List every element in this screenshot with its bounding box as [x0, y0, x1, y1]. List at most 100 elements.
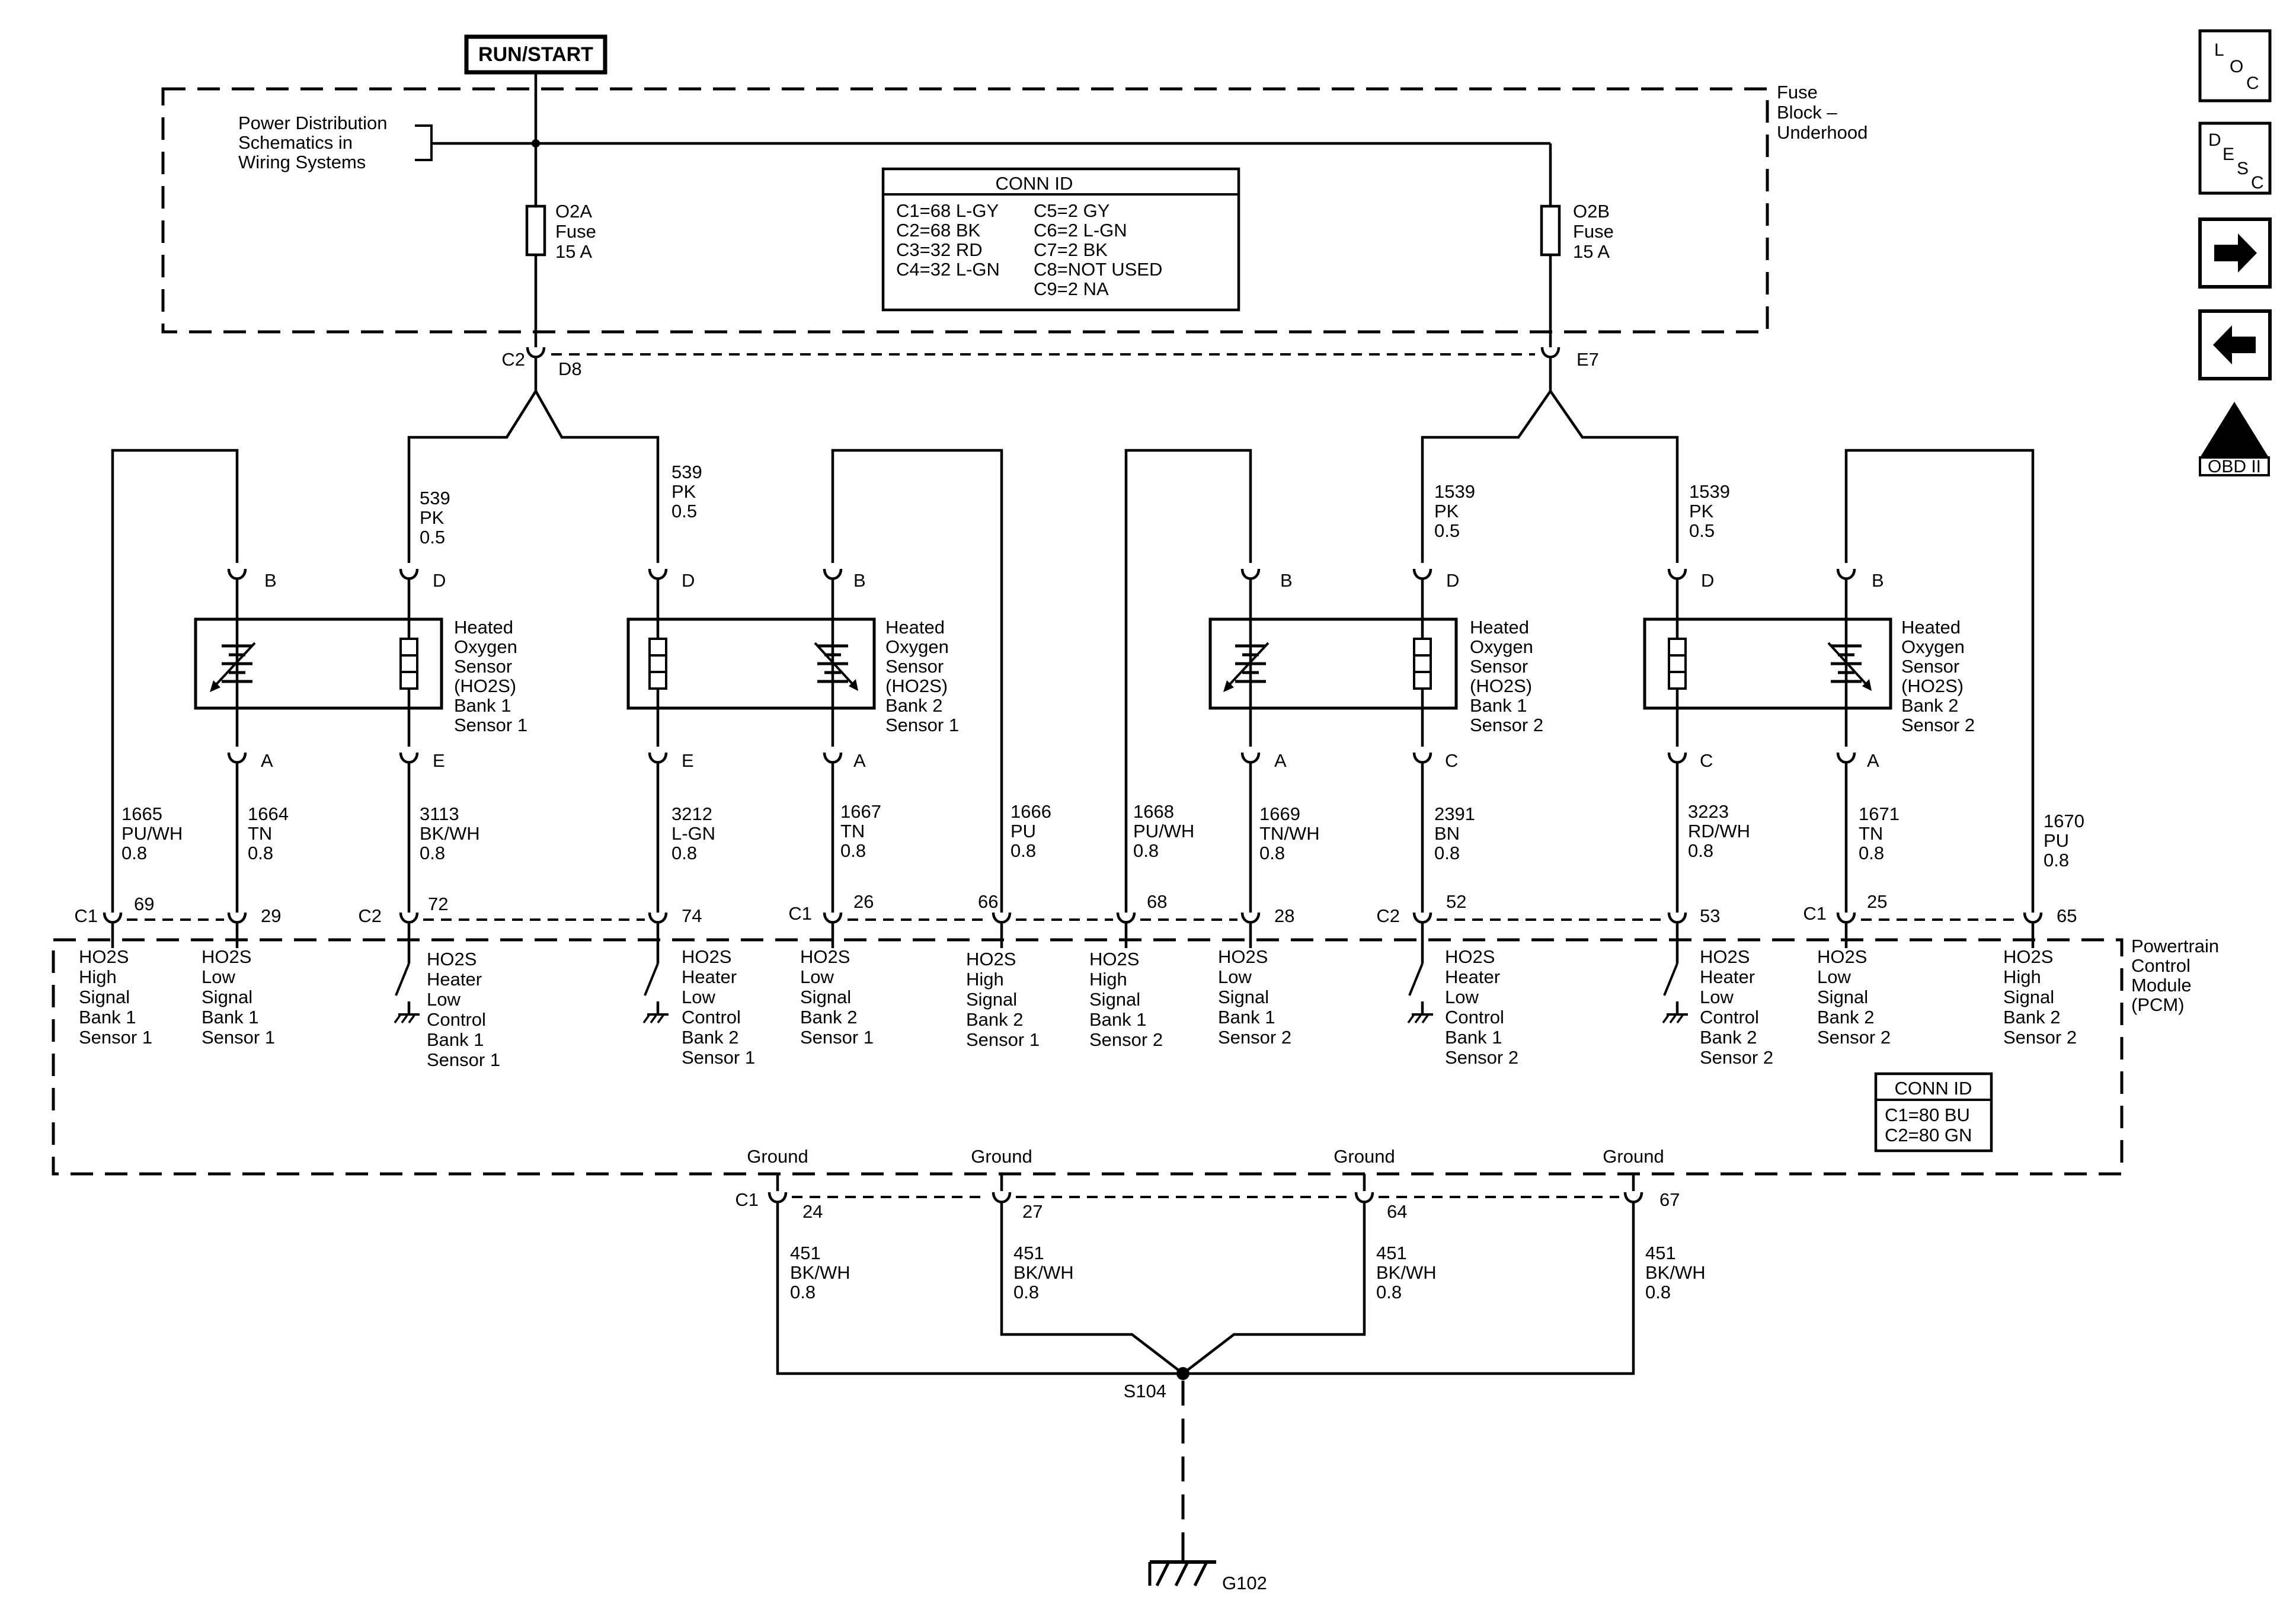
loc-letter-c: C	[2246, 73, 2259, 93]
ground-pin-67: 67	[1659, 1189, 1680, 1210]
sensor2-label-1: Heated	[885, 617, 945, 638]
wire-1670-circuit: 1670	[2044, 811, 2084, 831]
pcm-label-1: Powertrain	[2131, 936, 2219, 956]
desc-pin-52: HO2S Heater Low Control Bank 1 Sensor 2	[1445, 946, 1518, 1068]
sensor2-label-6: Sensor 1	[885, 715, 959, 735]
desc-52-5: Bank 1	[1445, 1027, 1502, 1048]
desc-25-4: Bank 2	[1817, 1007, 1875, 1028]
desc-72-5: Bank 1	[427, 1029, 484, 1050]
conn-id-c4: C4=32 L-GN	[896, 259, 1000, 280]
wire-1664: 1664 TN 0.8	[248, 804, 289, 863]
desc-53-4: Control	[1700, 1007, 1759, 1028]
conn-id-c2: C2=68 BK	[896, 220, 981, 241]
fuse-o2a-symbol	[525, 204, 546, 257]
pin-25: 25	[1867, 891, 1887, 912]
desc-pin-28: HO2S Low Signal Bank 1 Sensor 2	[1218, 946, 1291, 1048]
fuse-o2b-rating: 15 A	[1573, 241, 1610, 262]
power-distribution-reference[interactable]: Power Distribution Schematics in Wiring …	[238, 113, 433, 172]
desc-29-3: Signal	[202, 987, 252, 1007]
wire-1671-circuit: 1671	[1859, 804, 1900, 824]
desc-65-4: Bank 2	[2003, 1007, 2061, 1028]
desc-53-6: Sensor 2	[1700, 1047, 1773, 1068]
desc-52-3: Low	[1445, 987, 1479, 1007]
prev-button[interactable]	[2198, 309, 2272, 380]
feed-wire-2-color: PK	[671, 481, 696, 502]
desc-28-2: Low	[1218, 966, 1252, 987]
feed-wire-4-gauge: 0.5	[1689, 520, 1715, 541]
desc-66-3: Signal	[966, 989, 1017, 1010]
sensor3-label-2: Oxygen	[1470, 636, 1533, 657]
pin-74: 74	[682, 905, 702, 926]
wire-1670-gauge: 0.8	[2044, 850, 2069, 870]
fuse-o2a-rating: 15 A	[555, 241, 592, 262]
feed-wire-2-gauge: 0.5	[671, 501, 697, 521]
desc-52-6: Sensor 2	[1445, 1047, 1518, 1068]
wire-3223-gauge: 0.8	[1688, 840, 1713, 861]
conn-id-c3: C3=32 RD	[896, 239, 983, 260]
sensor3-pin-b: B	[1280, 570, 1293, 591]
obd2-button[interactable]: II OBD II	[2199, 402, 2270, 476]
pcm-label-2: Control	[2131, 955, 2191, 976]
sensor2-pin-e: E	[682, 750, 694, 771]
sensor3-housing	[1208, 617, 1458, 710]
fuse-o2b-symbol	[1540, 204, 1561, 257]
desc-68-3: Signal	[1089, 989, 1140, 1010]
pcm-c2-label-1: C2	[358, 905, 382, 926]
sensor3-label-5: Bank 1	[1470, 695, 1527, 716]
power-dist-line-2: Schematics in	[238, 132, 353, 153]
desc-53-3: Low	[1700, 987, 1734, 1007]
sensor1-pin-d: D	[433, 570, 446, 591]
wire-1666-color: PU	[1011, 821, 1036, 841]
next-button[interactable]	[2198, 217, 2272, 289]
sensor3-heater-icon	[1413, 638, 1432, 690]
sensor-bank1-sensor2: B D A C Heated Oxygen Sensor (HO2S) Bank…	[1124, 449, 1543, 913]
pcm-boundary	[52, 938, 2124, 1176]
sensor2-pin-b: B	[853, 570, 866, 591]
ground-wire-3-gauge: 0.8	[1376, 1282, 1402, 1302]
desc-button[interactable]: D E S C	[2198, 121, 2272, 195]
desc-pin-26: HO2S Low Signal Bank 2 Sensor 1	[800, 946, 874, 1048]
desc-65-2: High	[2003, 966, 2041, 987]
wire-1671-gauge: 0.8	[1859, 843, 1884, 863]
fuse-block-outputs: C2 D8 E7	[407, 347, 1679, 563]
pcm-conn-id-title: CONN ID	[1895, 1078, 1972, 1099]
splice-s104-label: S104	[1124, 1381, 1166, 1401]
wire-1671: 1671 TN 0.8	[1859, 804, 1900, 863]
sensor1-heater-icon	[399, 638, 418, 690]
desc-74-4: Control	[682, 1007, 741, 1028]
loc-button[interactable]: L O C	[2198, 29, 2272, 103]
fuse-block-conn-id-table: CONN ID C1=68 L-GY C2=68 BK C3=32 RD C4=…	[881, 167, 1240, 312]
pcm-conn-id-c2: C2=80 GN	[1885, 1125, 1972, 1145]
sensor1-pin-a: A	[261, 750, 273, 771]
desc-72-2: Heater	[427, 969, 482, 990]
wire-3223-color: RD/WH	[1688, 821, 1750, 841]
run-start-label: RUN/START	[464, 34, 607, 75]
wire-1666-gauge: 0.8	[1011, 840, 1036, 861]
desc-25-5: Sensor 2	[1817, 1027, 1891, 1048]
ground-wire-4-gauge: 0.8	[1645, 1282, 1671, 1302]
desc-pin-74: HO2S Heater Low Control Bank 2 Sensor 1	[682, 946, 755, 1068]
ground-label-1: Ground	[747, 1146, 808, 1167]
sensor3-label-3: Sensor	[1470, 656, 1528, 677]
desc-72-3: Low	[427, 989, 461, 1010]
sensor1-label-1: Heated	[454, 617, 513, 638]
power-dist-line-3: Wiring Systems	[238, 152, 366, 172]
sensor-bank2-sensor2: D B C A Heated Oxygen Sensor (HO2S) Bank…	[1643, 449, 2035, 913]
sensor1-label-5: Bank 1	[454, 695, 511, 716]
ground-pin-27: 27	[1022, 1201, 1043, 1222]
pin-26: 26	[853, 891, 874, 912]
feed-wire-4-color: PK	[1689, 501, 1714, 521]
desc-pin-25: HO2S Low Signal Bank 2 Sensor 2	[1817, 946, 1891, 1048]
desc-25-3: Signal	[1817, 987, 1868, 1007]
pcm-conn-id-c1: C1=80 BU	[1885, 1105, 1970, 1125]
desc-74-1: HO2S	[682, 946, 731, 967]
wire-3113-gauge: 0.8	[420, 843, 445, 863]
pcm-wire-labels: 1665 PU/WH 0.8 1664 TN 0.8 3113 BK/WH 0.…	[121, 801, 2084, 870]
desc-52-2: Heater	[1445, 966, 1500, 987]
ground-wire-1-color: BK/WH	[790, 1262, 850, 1283]
desc-52-1: HO2S	[1445, 946, 1495, 967]
desc-74-2: Heater	[682, 966, 737, 987]
fuse-block-line-1: Fuse	[1777, 82, 1818, 103]
desc-pin-69: HO2S High Signal Bank 1 Sensor 1	[79, 946, 152, 1048]
